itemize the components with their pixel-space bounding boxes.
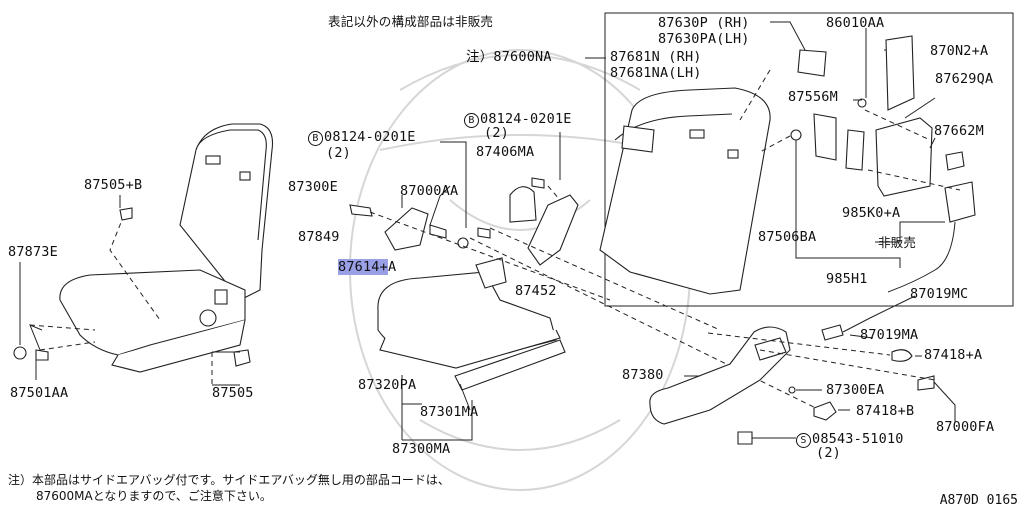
badge-87681n-drawing[interactable] <box>621 125 655 153</box>
part-87629qa[interactable]: 87629QA <box>935 71 994 87</box>
cover-870n2-drawing[interactable] <box>885 35 915 111</box>
trim-87406ma-drawing[interactable] <box>509 186 537 223</box>
bolt-b2-partno: 08124-0201E <box>480 111 572 127</box>
cap-87418a-drawing[interactable] <box>891 349 913 362</box>
part-87452[interactable]: 87452 <box>515 283 557 299</box>
part-87614-a[interactable]: 87614+A <box>338 259 397 275</box>
screw-partno: 08543-51010 <box>812 431 904 447</box>
harness-87019ma-drawing[interactable] <box>821 324 844 341</box>
bolt-87000aa-drawing[interactable] <box>429 224 447 239</box>
part-87418-b[interactable]: 87418+B <box>856 403 915 419</box>
part-87630pa[interactable]: 87630PA(LH) <box>658 31 750 47</box>
screw-qty: (2) <box>816 445 841 461</box>
part-87614-highlight: 87614+ <box>338 259 388 275</box>
clip-87300ea-drawing[interactable] <box>788 386 796 394</box>
bolt-b1-partno: 08124-0201E <box>324 129 416 145</box>
part-87505[interactable]: 87505 <box>212 385 254 401</box>
s-circle-badge: S <box>796 433 811 448</box>
frame-87629qa-drawing[interactable] <box>875 117 933 197</box>
assembled-seat-drawing[interactable] <box>59 123 274 373</box>
part-87380[interactable]: 87380 <box>622 367 664 383</box>
seatback-87600na-drawing[interactable] <box>599 87 771 295</box>
part-985k0-a[interactable]: 985K0+A <box>842 205 901 221</box>
part-87505-b[interactable]: 87505+B <box>84 177 143 193</box>
bolt-b1-qty: (2) <box>326 145 351 161</box>
module-87662m-drawing[interactable] <box>945 151 965 171</box>
part-87681na[interactable]: 87681NA(LH) <box>610 65 702 81</box>
knob-87000fa-drawing[interactable] <box>917 375 935 391</box>
part-86010aa[interactable]: 86010AA <box>826 15 885 31</box>
bracket-87849-drawing[interactable] <box>384 207 429 251</box>
b-circle-badge: B <box>464 113 479 128</box>
trim-87380-drawing[interactable] <box>649 326 791 425</box>
not-sold-label: 非販売 <box>878 235 917 250</box>
cap-87418b-drawing[interactable] <box>813 401 837 421</box>
part-87406ma[interactable]: 87406MA <box>476 144 535 160</box>
part-87019ma[interactable]: 87019MA <box>860 327 919 343</box>
part-985h1[interactable]: 985H1 <box>826 271 868 287</box>
seatback-inset-frame <box>604 12 1014 307</box>
part-87501aa[interactable]: 87501AA <box>10 385 69 401</box>
part-87019mc[interactable]: 87019MC <box>910 286 969 302</box>
footer-note-line-1: 注）本部品はサイドエアバッグ付です。サイドエアバッグ無し用の部品コードは、 <box>8 473 450 487</box>
part-87614-suffix: A <box>387 259 397 275</box>
header-note: 表記以外の構成部品は非販売 <box>328 14 494 29</box>
airbag-inflator-drawing[interactable] <box>944 181 976 223</box>
part-87873e[interactable]: 87873E <box>8 244 58 260</box>
part-87000aa[interactable]: 87000AA <box>400 183 459 199</box>
b-circle-badge: B <box>308 131 323 146</box>
part-87600na[interactable]: 注）87600NA <box>466 49 552 65</box>
bracket-87556m-drawing[interactable] <box>813 113 837 161</box>
part-87300e[interactable]: 87300E <box>288 179 338 195</box>
hinge-87452-drawing[interactable] <box>527 194 579 266</box>
part-87320pa[interactable]: 87320PA <box>358 377 417 393</box>
part-87418-a[interactable]: 87418+A <box>924 347 983 363</box>
part-87301ma[interactable]: 87301MA <box>420 404 479 420</box>
part-87000fa[interactable]: 87000FA <box>936 419 995 435</box>
diagram-code: A870D 0165 <box>939 493 1018 508</box>
footer-note-line-2: 87600MAとなりますので、ご注意下さい。 <box>36 489 272 503</box>
part-87681n[interactable]: 87681N (RH) <box>610 49 702 65</box>
part-87556m[interactable]: 87556M <box>788 89 838 105</box>
bolt-87300e-drawing[interactable] <box>349 204 373 217</box>
bolt-b2-qty: (2) <box>484 125 509 141</box>
part-87849[interactable]: 87849 <box>298 229 340 245</box>
part-870n2-a[interactable]: 870N2+A <box>930 43 989 59</box>
badge-87630p-drawing[interactable] <box>797 49 827 77</box>
seat-frame-drawing[interactable] <box>377 257 566 391</box>
part-87300ea[interactable]: 87300EA <box>826 382 885 398</box>
part-87506ba[interactable]: 87506BA <box>758 229 817 245</box>
part-87662m[interactable]: 87662M <box>934 123 984 139</box>
part-87630p[interactable]: 87630P (RH) <box>658 15 750 31</box>
part-87300ma[interactable]: 87300MA <box>392 441 451 457</box>
